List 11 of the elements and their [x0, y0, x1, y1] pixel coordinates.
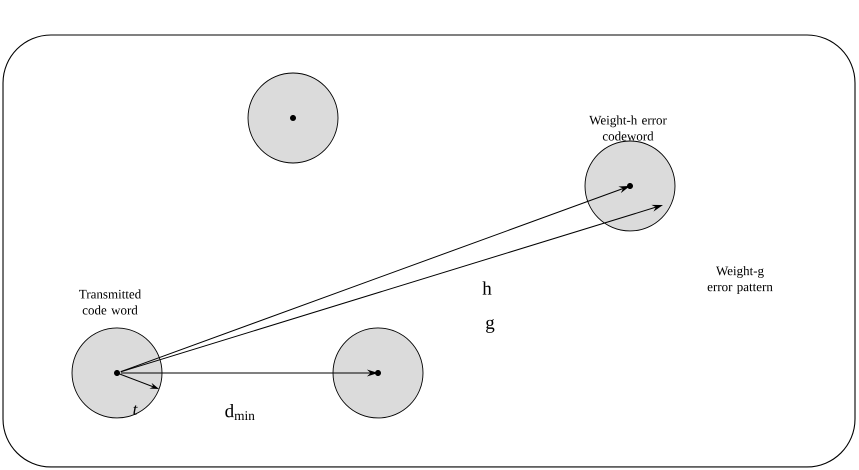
dotted-circle: [248, 72, 338, 164]
node-caption: Weight-h error codeword: [589, 115, 667, 141]
node-caption: Transmitted code word: [79, 289, 142, 315]
edge-label: d$_{min}$: [224, 402, 256, 421]
dotted-circle: [72, 328, 162, 418]
dotted-circle: [584, 140, 676, 232]
edge-label: g: [484, 318, 496, 334]
point-caption: Weight-g error pattern: [708, 266, 773, 294]
dotted-circle: [332, 328, 424, 418]
edge-label: h: [481, 280, 493, 296]
radius-label: t: [133, 405, 138, 415]
